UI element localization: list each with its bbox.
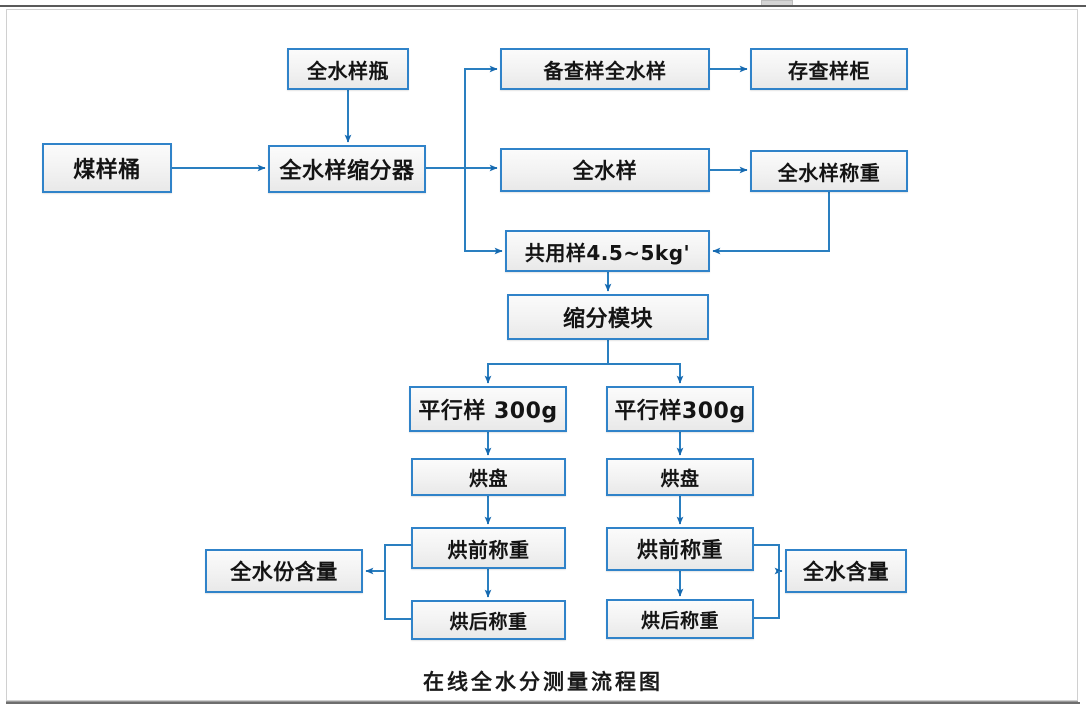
node-label: 存查样柜	[788, 58, 870, 83]
edge-left-preweigh-to-moisture	[365, 544, 411, 575]
node-parallel-right[interactable]: 平行样300g	[606, 386, 754, 432]
node-shared-sample[interactable]: 共用样4.5~5kg'	[505, 230, 710, 272]
node-pre-weigh-left[interactable]: 烘前称重	[411, 527, 566, 569]
node-label: 烘盘	[660, 467, 700, 490]
node-reserve-sample[interactable]: 备查样全水样	[500, 48, 710, 90]
page-bottom-rule	[6, 702, 1080, 704]
edge-divider-to-shared	[464, 168, 503, 255]
node-label: 备查样全水样	[543, 58, 667, 83]
node-label: 全水样缩分器	[279, 159, 415, 184]
node-label: 共用样4.5~5kg'	[524, 240, 691, 265]
node-full-water-weigh[interactable]: 全水样称重	[750, 150, 908, 192]
edge-right-preweigh-to-moisture	[754, 544, 783, 575]
node-label: 全水份含量	[230, 560, 338, 584]
node-label: 全水样瓶	[307, 58, 389, 83]
node-full-water-bottle[interactable]: 全水样瓶	[287, 48, 409, 90]
node-full-water-sample[interactable]: 全水样	[500, 148, 710, 192]
node-tray-right[interactable]: 烘盘	[606, 458, 754, 496]
edge-weigh-to-shared	[712, 192, 830, 255]
node-reduction-module[interactable]: 缩分模块	[507, 294, 709, 340]
node-label: 烘前称重	[447, 537, 530, 562]
edge-module-to-parallel-right	[607, 340, 684, 384]
node-label: 烘后称重	[640, 609, 719, 632]
node-label: 煤样桶	[73, 158, 141, 183]
node-pre-weigh-right[interactable]: 烘前称重	[606, 527, 754, 571]
node-tray-left[interactable]: 烘盘	[411, 458, 566, 496]
page-top-tab-handle	[761, 0, 793, 7]
node-divider[interactable]: 全水样缩分器	[268, 145, 426, 193]
node-coal-barrel[interactable]: 煤样桶	[42, 143, 172, 193]
edge-divider-to-reserve	[426, 65, 498, 169]
node-label: 烘后称重	[449, 610, 528, 633]
node-label: 全水样称重	[777, 160, 881, 185]
node-label: 平行样 300g	[418, 399, 558, 424]
node-moisture-right[interactable]: 全水含量	[785, 549, 907, 593]
edge-right-postweigh-join	[754, 571, 780, 619]
node-label: 烘前称重	[637, 538, 723, 562]
node-post-weigh-left[interactable]: 烘后称重	[411, 600, 566, 640]
node-label: 缩分模块	[562, 307, 653, 332]
node-label: 平行样300g	[614, 399, 746, 424]
node-label: 全水含量	[803, 560, 889, 584]
edge-module-to-parallel-left	[484, 340, 609, 384]
node-post-weigh-right[interactable]: 烘后称重	[606, 599, 754, 639]
node-parallel-left[interactable]: 平行样 300g	[409, 386, 567, 432]
node-moisture-left[interactable]: 全水份含量	[205, 549, 363, 593]
node-label: 全水样	[572, 159, 638, 183]
node-label: 烘盘	[468, 467, 508, 490]
top-divider-rule	[0, 5, 1086, 7]
node-storage-cabinet[interactable]: 存查样柜	[750, 48, 908, 90]
diagram-caption: 在线全水分测量流程图	[423, 669, 663, 694]
edge-left-postweigh-join	[384, 571, 411, 620]
